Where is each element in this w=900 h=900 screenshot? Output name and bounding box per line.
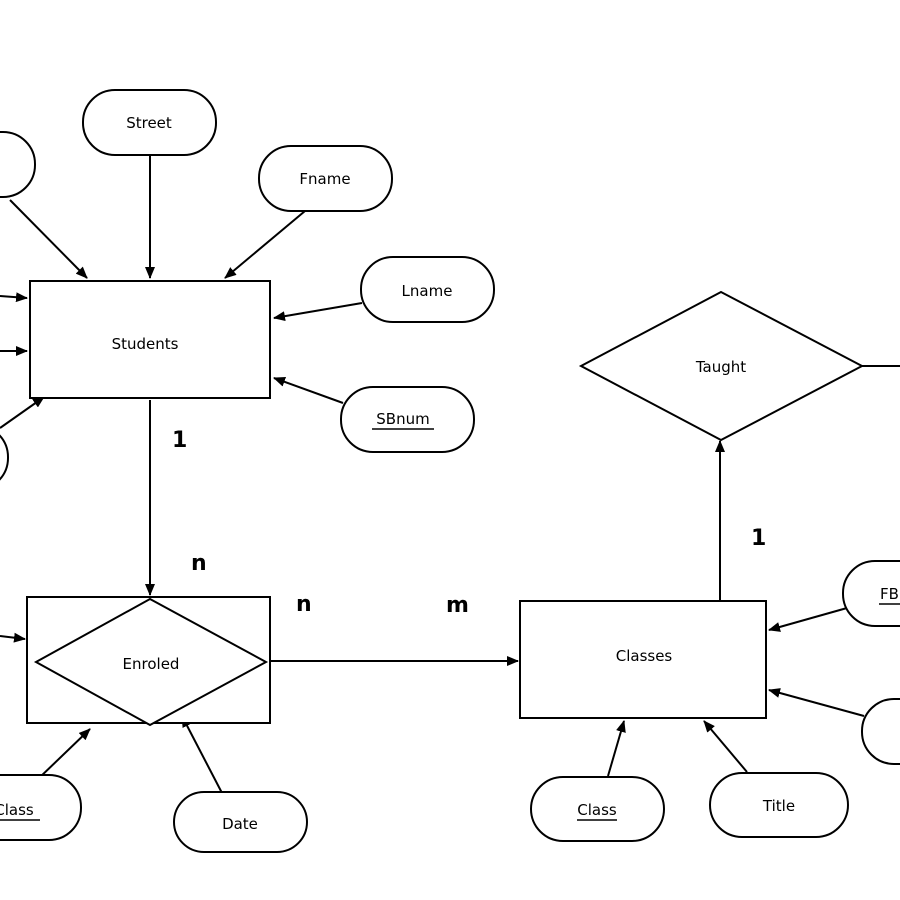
attribute-classes-class[interactable]: Class [530,776,665,842]
left-attr-connector-4 [0,396,45,429]
left-attr-connector-1 [9,199,88,279]
attribute-date-label: Date [222,815,258,833]
attribute-sbnum-label: SBnum [376,410,429,428]
attribute-partial-3[interactable] [861,698,900,765]
attribute-enroled-class[interactable]: Class [0,774,82,841]
attribute-classes-class-label: Class [577,801,617,819]
relationship-taught-label: Taught [695,358,746,376]
lname-connector [273,302,363,322]
attribute-lname-label: Lname [402,282,453,300]
attribute-fname-label: Fname [299,170,350,188]
entity-classes-box [519,600,767,719]
cardinality-students-enroled: 1 [172,428,187,453]
cardinality-enroled-students: n [191,551,207,576]
date-connector [181,715,223,794]
cardinality-enroled-classes-n: n [296,592,312,617]
attribute-fname[interactable]: Fname [258,145,393,212]
relationship-enroled-diamond [33,597,269,727]
entity-classes-label: Classes [616,647,673,665]
connectors [0,155,900,794]
attribute-fb-label: FB [880,585,899,603]
attribute-partial-1-oval [0,131,36,198]
attribute-partial-1[interactable] [0,131,36,198]
attribute-title-label: Title [762,797,795,815]
cardinalities: 1 n n m 1 [172,428,766,618]
entity-classes[interactable]: Classes [519,600,767,719]
attribute-partial-2-oval [0,434,9,481]
attribute-partial-3-oval [861,698,900,765]
attribute-date-oval [173,791,308,853]
attribute-street[interactable]: Street [82,89,217,156]
title-connector [703,720,748,773]
enroled-class-connector [36,728,91,781]
attribute-street-oval [82,89,217,156]
relationship-taught[interactable]: Taught [578,290,865,442]
attribute-title[interactable]: Title [709,772,849,838]
entity-students-box [29,280,271,399]
fname-connector [224,210,306,279]
cardinality-enroled-classes-m: m [446,593,469,618]
relationship-enroled[interactable]: Enroled [26,596,271,727]
attribute-partial-2[interactable] [0,425,9,490]
attribute-fb-oval [842,560,900,627]
left-attr-connector-2 [0,292,28,303]
right-attr-connector [768,688,865,717]
attribute-classes-class-oval [530,776,665,842]
attribute-lname[interactable]: Lname [360,256,495,323]
entity-students[interactable]: Students [29,280,271,399]
attribute-date[interactable]: Date [173,791,308,853]
attribute-sbnum-oval [340,386,475,453]
attribute-fb[interactable]: FB [842,560,900,627]
attribute-title-oval [709,772,849,838]
relationship-enroled-label: Enroled [123,655,180,673]
entity-students-label: Students [112,335,179,353]
left-attr-connector-5 [0,632,26,643]
attribute-sbnum[interactable]: SBnum [340,386,475,453]
attribute-fname-oval [258,145,393,212]
attribute-lname-oval [360,256,495,323]
attribute-enroled-class-oval [0,774,82,841]
fb-connector [768,607,848,632]
attribute-street-label: Street [126,114,172,132]
attribute-enroled-class-label: Class [0,801,34,819]
classes-class-connector [607,720,626,777]
relationship-taught-diamond [578,290,865,442]
sbnum-connector [273,377,344,404]
cardinality-classes-taught: 1 [751,526,766,551]
